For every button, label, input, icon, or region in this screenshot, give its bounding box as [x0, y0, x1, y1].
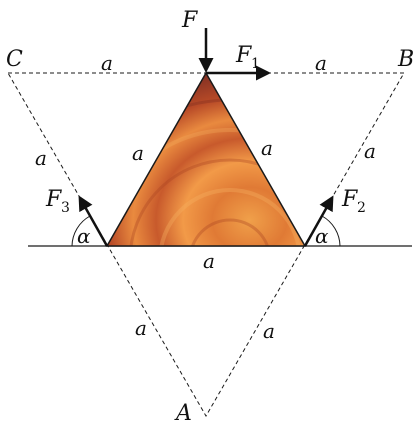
side-label-outer-left: a — [35, 146, 47, 170]
side-label-inner-right: a — [261, 136, 273, 160]
force-label-f: F — [181, 8, 198, 33]
angle-label-left: α — [77, 224, 91, 248]
force-label-f1: F — [235, 43, 252, 68]
force-label-f2-subscript: 2 — [357, 200, 366, 216]
point-label-a: A — [174, 401, 192, 424]
force-f2-arrow — [303, 195, 334, 247]
side-label-base: a — [203, 249, 215, 273]
force-f3-arrow — [78, 195, 109, 247]
wooden-triangle-outline — [105, 71, 307, 247]
point-label-c: C — [6, 47, 23, 72]
side-label-outer-right: a — [364, 139, 376, 163]
side-label-lower-left: a — [135, 316, 147, 340]
force-label-f1-subscript: 1 — [251, 56, 260, 72]
point-label-b: B — [397, 47, 414, 72]
angle-label-right: α — [315, 224, 329, 248]
wood-grain-rings — [107, 73, 305, 246]
side-label-lower-right: a — [263, 319, 275, 343]
side-label-top-left: a — [101, 51, 113, 75]
side-label-top-right: a — [315, 51, 327, 75]
force-label-f2: F — [341, 187, 358, 212]
side-label-inner-left: a — [132, 141, 144, 165]
angle-arc-right — [321, 215, 341, 247]
angle-arc-left — [71, 215, 91, 247]
force-label-f3-subscript: 3 — [61, 200, 70, 216]
force-label-f3: F — [45, 187, 62, 212]
